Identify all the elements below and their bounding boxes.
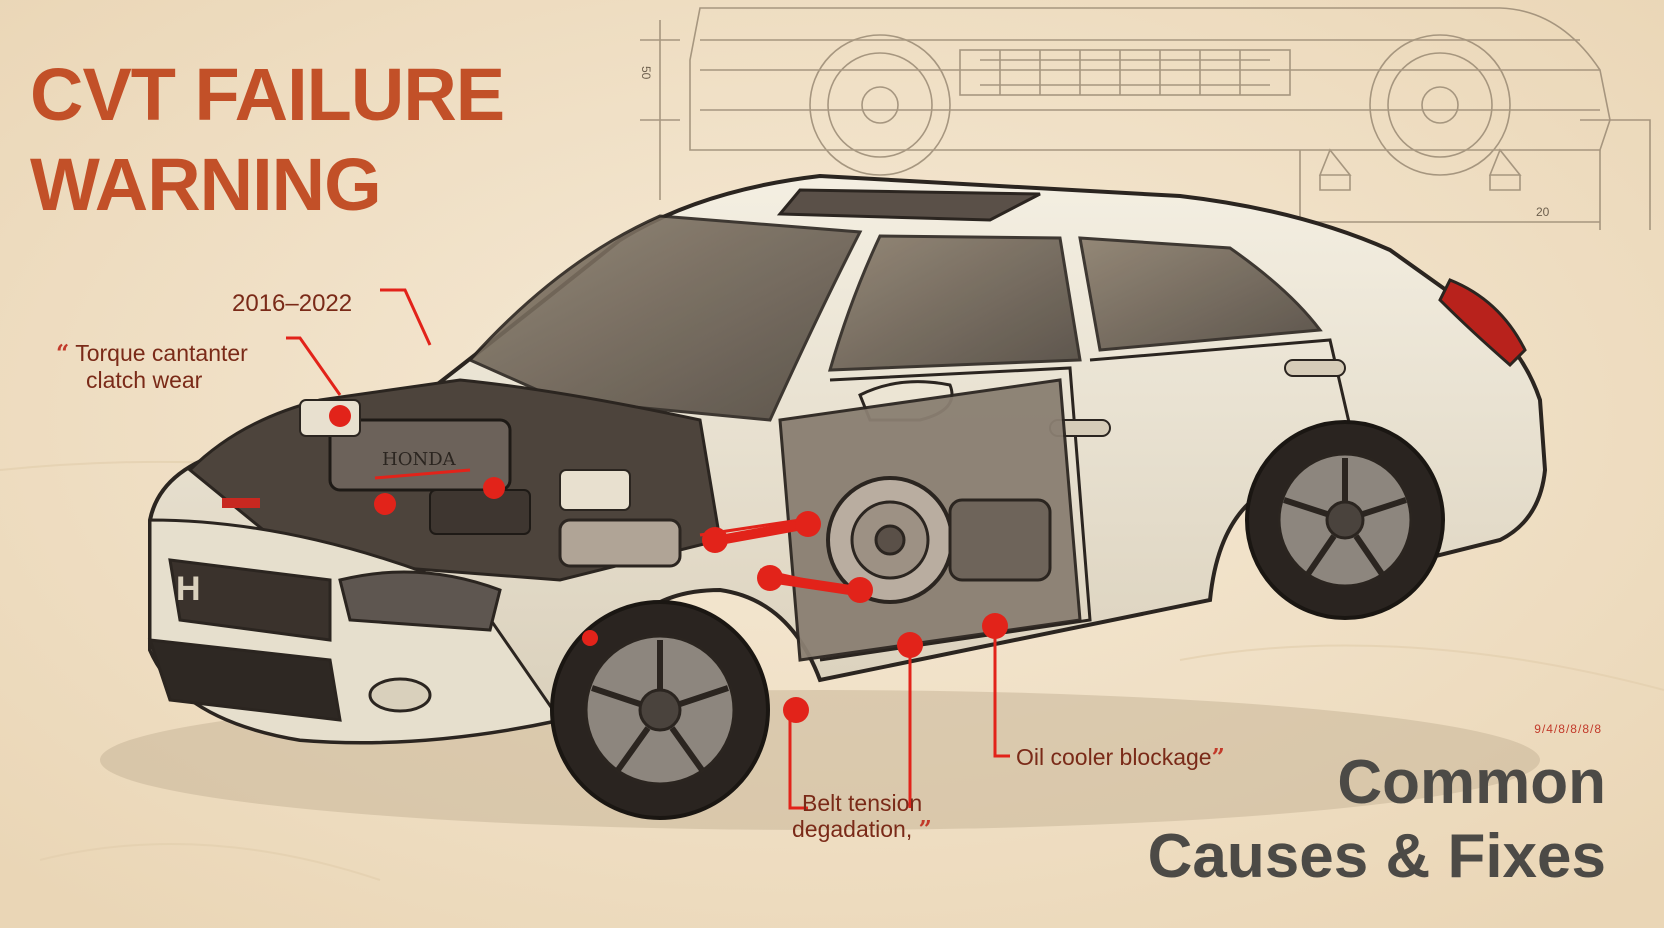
marker-engine (374, 493, 396, 515)
engine-cover (328, 418, 512, 492)
close-quote-icon: ” (918, 816, 932, 844)
callout-torque-line-1: Torque cantanter (75, 340, 248, 366)
fog-light (368, 677, 432, 713)
grille (168, 558, 332, 642)
blueprint-drawing (640, 7, 1651, 230)
callout-markers (286, 288, 1010, 810)
battery (429, 489, 531, 535)
fluid-reservoir (559, 469, 631, 511)
windshield (467, 214, 863, 422)
callout-torque-converter: “ Torque cantanter clatch wear (56, 340, 248, 394)
marker-bars (715, 519, 855, 595)
cvt-pulley-hub (874, 524, 906, 556)
car-illustration: HONDA H (147, 173, 1548, 820)
rear-door-window (1078, 236, 1323, 352)
callout-oil-cooler: Oil cooler blockage” (1016, 744, 1225, 771)
marker-intake (483, 477, 505, 499)
callout-torque-line-2: clatch wear (86, 367, 203, 394)
callout-belt-tension: Belt tension degadation, ” (792, 790, 932, 844)
cvt-housing (948, 498, 1052, 582)
front-door-window (827, 234, 1082, 372)
sunroof (776, 188, 1041, 222)
marker-coolant (329, 405, 351, 427)
small-code-text: 9/4/8/8/8/8 (1534, 722, 1602, 736)
marker-input-shaft (795, 511, 821, 537)
subtitle-line-2: Causes & Fixes (1147, 822, 1606, 891)
lower-grille (147, 638, 342, 722)
blueprint-dimension-right: 20 (1536, 205, 1550, 219)
drive-shaft (558, 518, 682, 568)
page-title-line-2: WARNING (30, 143, 382, 226)
callout-model-years: 2016–2022 (232, 290, 353, 317)
blueprint-dimension-left: 50 (639, 66, 653, 80)
engine-badge: HONDA (382, 449, 457, 470)
marker-pulley (757, 565, 783, 591)
hood-emblem-accent (222, 498, 260, 508)
callout-belt-line-1: Belt tension (802, 790, 923, 816)
honda-logo: H (176, 570, 201, 608)
marker-lower (783, 697, 809, 723)
marker-oil-cooler (982, 613, 1008, 639)
page-title-line-1: CVT FAILURE (30, 53, 505, 136)
rear-door-handle (1284, 359, 1346, 377)
door-outline (819, 366, 1092, 662)
marker-torque-converter (702, 527, 728, 553)
front-wheel (550, 600, 770, 820)
tail-light (1438, 278, 1527, 368)
callout-oil-text: Oil cooler blockage (1016, 744, 1212, 770)
marker-side-light (582, 630, 598, 646)
close-quote-icon: ” (1211, 744, 1225, 771)
subtitle-line-1: Common (1337, 748, 1606, 817)
callout-belt-line-2: degadation, (792, 816, 913, 843)
open-quote-icon: “ (56, 340, 70, 367)
marker-belt (847, 577, 873, 603)
headlight (338, 570, 502, 632)
marker-belt-tension (897, 632, 923, 658)
rear-wheel (1245, 420, 1445, 620)
